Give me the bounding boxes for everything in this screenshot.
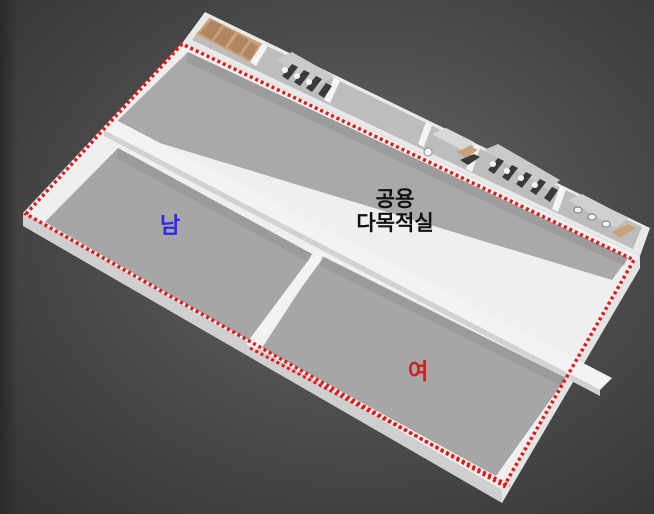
room-label-shared-line1: 공용 <box>375 187 415 211</box>
toilet-stall-icon <box>276 52 334 98</box>
male-room-floor <box>45 148 312 344</box>
left-shadow <box>0 0 18 514</box>
strip-divider-3 <box>418 122 432 147</box>
strip-divider-2 <box>324 78 340 103</box>
male-room-wall-shadow <box>116 148 312 262</box>
wall-male-female-divider <box>246 250 326 350</box>
female-room-wall-shadow <box>320 256 566 386</box>
wall-shared-divider <box>104 120 612 390</box>
room-label-shared-line2: 다목적실 <box>356 211 434 236</box>
wood-locker-icon <box>196 18 262 62</box>
room-label-female: 여 <box>408 360 429 385</box>
room-label-shared: 공용 다목적실 <box>340 187 450 235</box>
sink-icon <box>568 194 636 238</box>
kitchen-counter-icon <box>423 128 480 165</box>
shared-room-floor <box>110 52 628 280</box>
building-south-wall <box>23 213 502 503</box>
female-room-floor <box>262 256 566 476</box>
shared-room-wall-shadow <box>186 52 628 266</box>
room-label-male: 남 <box>160 214 181 239</box>
wall-shared-divider-face <box>104 130 600 396</box>
toilet-stall-icon <box>484 144 560 202</box>
strip-divider-5 <box>552 186 566 212</box>
highlight-boundary-mid <box>249 346 511 488</box>
strip-divider-1 <box>250 44 268 66</box>
